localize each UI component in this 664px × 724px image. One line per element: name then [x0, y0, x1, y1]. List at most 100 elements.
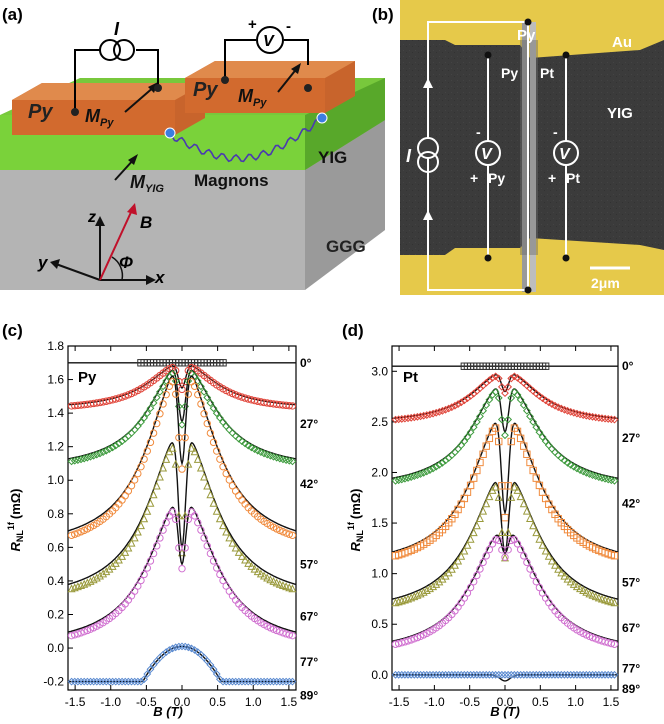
data-point	[479, 506, 488, 515]
data-point	[488, 670, 497, 679]
data-point	[535, 583, 544, 592]
data-point	[162, 518, 170, 527]
data-point	[159, 526, 167, 534]
data-point	[124, 543, 133, 552]
data-point	[225, 476, 234, 484]
data-point	[162, 648, 171, 656]
data-point	[137, 462, 145, 471]
data-point	[491, 670, 500, 679]
data-point	[171, 643, 180, 652]
data-point	[485, 395, 494, 404]
data-point	[200, 534, 208, 542]
data-point	[551, 670, 559, 679]
data-point	[237, 551, 246, 560]
data-point	[507, 374, 516, 383]
data-point	[529, 571, 537, 580]
data-point	[541, 670, 550, 679]
voltmeter-minus-a: -	[286, 18, 291, 35]
data-point	[269, 576, 278, 585]
series-27deg	[67, 363, 297, 410]
data-point	[127, 592, 136, 600]
data-point	[394, 476, 403, 485]
fit-line	[67, 369, 297, 460]
data-point	[143, 506, 152, 515]
data-point	[497, 382, 506, 391]
data-point	[105, 677, 114, 686]
series-label: 67°	[622, 621, 640, 635]
circuit-left-wire-2	[136, 49, 159, 85]
data-point	[391, 415, 400, 424]
data-point	[238, 437, 246, 446]
data-point	[92, 573, 101, 582]
data-point	[532, 423, 541, 432]
y-axis	[55, 263, 101, 281]
field-arrowhead	[127, 203, 137, 215]
data-point	[288, 402, 297, 410]
data-point	[168, 443, 177, 452]
data-point	[444, 670, 453, 679]
top-py-label: Py	[517, 27, 536, 44]
data-point	[190, 382, 199, 390]
data-point	[197, 526, 205, 534]
data-point	[507, 670, 516, 679]
data-point	[522, 670, 531, 679]
data-point	[432, 408, 441, 417]
data-point	[416, 412, 425, 421]
data-point	[413, 471, 422, 480]
data-point	[538, 540, 547, 549]
data-point	[247, 677, 256, 686]
data-point	[140, 455, 148, 463]
data-point	[485, 376, 494, 385]
data-point	[127, 538, 136, 547]
data-point	[588, 670, 597, 679]
data-point	[197, 382, 205, 391]
series-label: 0°	[300, 356, 312, 370]
data-point	[495, 536, 503, 545]
data-point	[216, 570, 224, 579]
current-arrow-up-1	[423, 78, 433, 88]
data-point	[557, 568, 566, 577]
series-67deg	[391, 481, 619, 607]
x-tick-label: 0.0	[174, 695, 191, 709]
data-point	[594, 670, 603, 679]
data-point	[491, 388, 500, 397]
data-point	[532, 528, 541, 537]
data-point	[404, 414, 412, 423]
data-point	[404, 637, 412, 645]
data-point	[569, 579, 578, 588]
data-point	[394, 415, 403, 424]
data-point	[429, 582, 438, 591]
data-point	[563, 670, 572, 679]
fit-line	[68, 645, 296, 683]
data-point	[181, 433, 189, 442]
data-point	[469, 670, 478, 679]
data-point	[102, 567, 111, 576]
data-point	[438, 406, 447, 415]
data-point	[529, 418, 538, 426]
data-point	[582, 670, 591, 679]
data-point	[391, 476, 400, 485]
data-point	[159, 400, 167, 408]
data-point	[174, 642, 183, 651]
data-point	[149, 399, 158, 407]
yig-side	[305, 78, 385, 170]
data-point	[463, 540, 472, 549]
data-point	[209, 404, 218, 413]
data-point	[516, 492, 525, 501]
data-point	[288, 531, 297, 540]
data-point	[77, 677, 85, 686]
data-point	[193, 454, 202, 463]
data-point	[216, 455, 224, 463]
m-yig-label: MYIG	[130, 172, 164, 195]
data-point	[416, 470, 425, 478]
data-point	[576, 584, 585, 593]
data-point	[244, 558, 253, 567]
data-point	[401, 474, 409, 483]
x-axis-label: x	[154, 268, 166, 287]
scale-label: 2μm	[591, 275, 620, 291]
fit-line	[392, 374, 618, 419]
data-point	[526, 670, 534, 679]
data-point	[504, 546, 512, 554]
yig-label-b: YIG	[607, 105, 633, 122]
data-point	[89, 451, 98, 460]
